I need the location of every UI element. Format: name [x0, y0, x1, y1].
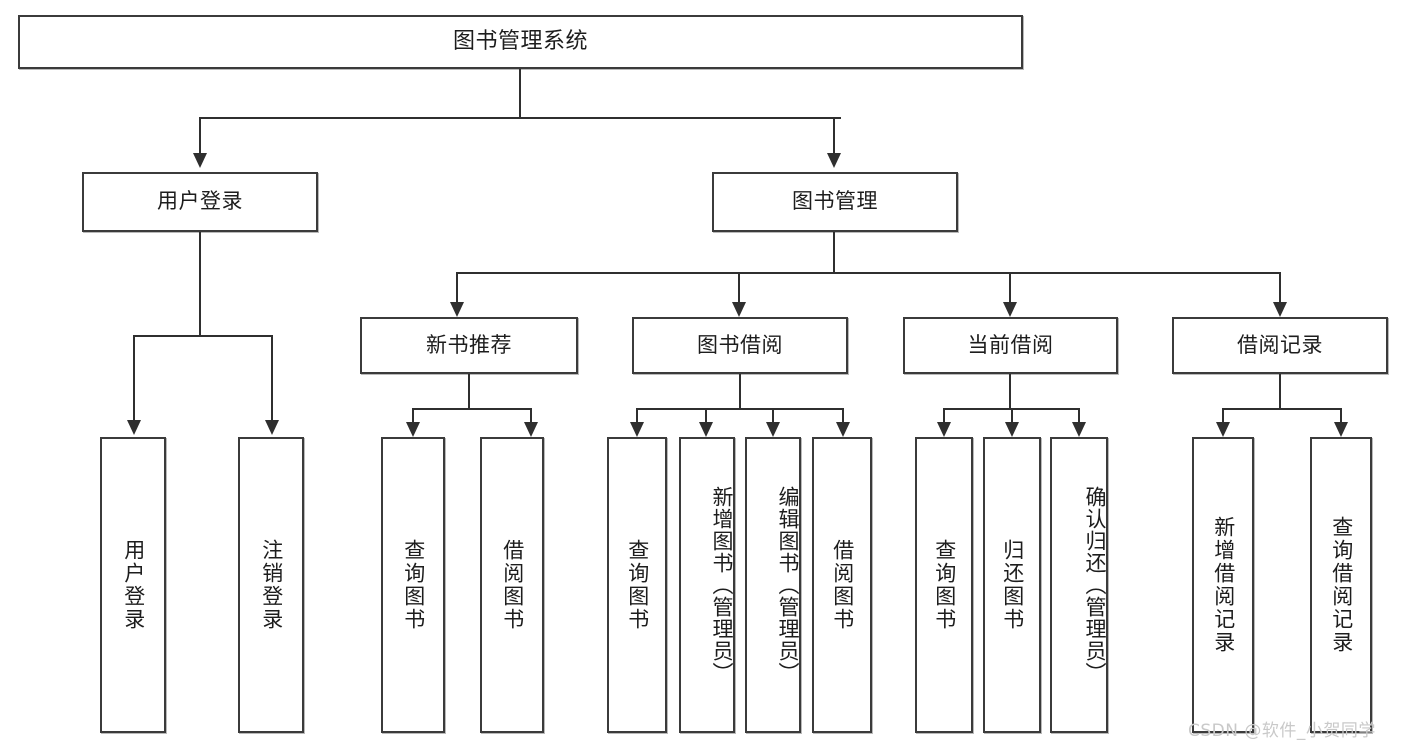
arrow-current-borrow-child-3	[1072, 422, 1086, 437]
connector-borrow-record-child-1	[1222, 408, 1224, 422]
connector-book-manage-bar	[456, 272, 1281, 274]
connector-book-borrow-child-1	[636, 408, 638, 422]
connector-current-borrow-child-3	[1078, 408, 1080, 422]
node-new-book-recommend[interactable]: 新书推荐	[360, 317, 578, 374]
arrow-book-borrow-child-3	[766, 422, 780, 437]
leaf-current-return-book[interactable]: 归还图书	[983, 437, 1041, 733]
arrow-book-manage-child-3	[1003, 302, 1017, 317]
connector-user-login-bar	[133, 335, 273, 337]
leaf-borrow-edit-book-admin[interactable]: 编辑图书（管理员）	[745, 437, 801, 733]
connector-book-manage-child-4	[1279, 272, 1281, 302]
leaf-borrow-add-book-admin[interactable]: 新增图书（管理员）	[679, 437, 735, 733]
leaf-borrow-borrow-book[interactable]: 借阅图书	[812, 437, 872, 733]
leaf-new-book-query-book[interactable]: 查询图书	[381, 437, 445, 733]
connector-root-bar	[199, 117, 841, 119]
connector-user-login-stem	[199, 232, 201, 335]
arrow-book-manage-child-2	[732, 302, 746, 317]
arrow-book-manage-child-1	[450, 302, 464, 317]
arrow-borrow-record-child-2	[1334, 422, 1348, 437]
connector-borrow-record-bar	[1222, 408, 1342, 410]
connector-new-book-child-2	[530, 408, 532, 422]
leaf-new-book-borrow-book[interactable]: 借阅图书	[480, 437, 544, 733]
connector-book-borrow-child-3	[772, 408, 774, 422]
arrow-new-book-child-1	[406, 422, 420, 437]
connector-new-book-child-1	[412, 408, 414, 422]
connector-root-stem	[519, 69, 521, 117]
arrow-user-login-child-1	[127, 420, 141, 435]
arrow-book-borrow-child-4	[836, 422, 850, 437]
arrow-book-borrow-child-1	[630, 422, 644, 437]
connector-book-borrow-stem	[739, 374, 741, 408]
leaf-user-logout[interactable]: 注销登录	[238, 437, 304, 733]
leaf-current-query-book[interactable]: 查询图书	[915, 437, 973, 733]
connector-borrow-record-child-2	[1340, 408, 1342, 422]
connector-current-borrow-child-2	[1011, 408, 1013, 422]
arrow-book-manage-child-4	[1273, 302, 1287, 317]
node-user-login[interactable]: 用户登录	[82, 172, 318, 232]
connector-user-login-child-2	[271, 335, 273, 420]
node-current-borrow[interactable]: 当前借阅	[903, 317, 1118, 374]
connector-book-borrow-bar	[636, 408, 844, 410]
connector-book-manage-child-2	[738, 272, 740, 302]
node-book-management[interactable]: 图书管理	[712, 172, 958, 232]
arrow-user-login-child-2	[265, 420, 279, 435]
connector-book-manage-stem	[833, 232, 835, 272]
node-root-library-system[interactable]: 图书管理系统	[18, 15, 1023, 69]
connector-user-login-child-1	[133, 335, 135, 420]
leaf-user-login[interactable]: 用户登录	[100, 437, 166, 733]
connector-book-borrow-child-2	[705, 408, 707, 422]
csdn-watermark: CSDN @软件_小贺同学	[1188, 721, 1376, 741]
connector-book-manage-child-1	[456, 272, 458, 302]
arrow-current-borrow-child-2	[1005, 422, 1019, 437]
arrow-book-borrow-child-2	[699, 422, 713, 437]
connector-current-borrow-stem	[1009, 374, 1011, 408]
connector-new-book-stem	[468, 374, 470, 408]
arrow-root-to-user-login	[193, 153, 207, 168]
leaf-record-add-borrow-record[interactable]: 新增借阅记录	[1192, 437, 1254, 733]
connector-current-borrow-child-1	[943, 408, 945, 422]
connector-book-borrow-child-4	[842, 408, 844, 422]
arrow-current-borrow-child-1	[937, 422, 951, 437]
leaf-current-confirm-return-admin[interactable]: 确认归还（管理员）	[1050, 437, 1108, 733]
connector-borrow-record-stem	[1279, 374, 1281, 408]
connector-new-book-bar	[412, 408, 532, 410]
connector-root-to-user-login	[199, 117, 201, 153]
arrow-new-book-child-2	[524, 422, 538, 437]
leaf-record-query-borrow-record[interactable]: 查询借阅记录	[1310, 437, 1372, 733]
node-borrow-record[interactable]: 借阅记录	[1172, 317, 1388, 374]
node-book-borrow[interactable]: 图书借阅	[632, 317, 848, 374]
connector-book-manage-child-3	[1009, 272, 1011, 302]
arrow-borrow-record-child-1	[1216, 422, 1230, 437]
leaf-borrow-query-book[interactable]: 查询图书	[607, 437, 667, 733]
connector-root-to-book-manage	[833, 117, 835, 153]
arrow-root-to-book-manage	[827, 153, 841, 168]
